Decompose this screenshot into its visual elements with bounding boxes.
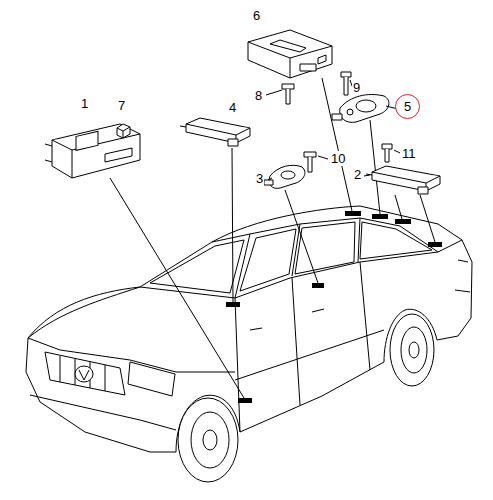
callout-number: 4: [228, 100, 237, 115]
callout-ticks: [266, 80, 400, 180]
screw-8: [282, 84, 294, 104]
callout-number: 1: [80, 96, 89, 111]
callout-number: 10: [330, 151, 346, 166]
callout-number: 6: [252, 8, 261, 23]
callout-number: 11: [401, 146, 417, 161]
callout-number: 3: [255, 171, 264, 186]
callout-number: 9: [352, 80, 361, 95]
antenna-4: [180, 118, 250, 146]
car-outline: [26, 206, 472, 452]
callout-number: 5: [404, 99, 411, 114]
screw-10: [304, 152, 316, 172]
sensor-3: [264, 165, 305, 188]
sensor-5: [332, 95, 389, 123]
wheels: [178, 314, 434, 482]
leader-lines: [110, 78, 435, 398]
control-unit-6: [248, 30, 332, 78]
callout-number: 7: [117, 98, 126, 113]
screw-11: [382, 144, 392, 162]
callout-number: 8: [254, 88, 263, 103]
antenna-2: [366, 166, 440, 194]
screw-9: [341, 72, 351, 95]
control-unit-1: [45, 124, 140, 178]
mount-marks: [226, 211, 442, 403]
callout-number: 2: [353, 167, 362, 182]
highlight-circle: 5: [395, 94, 420, 119]
nut-7: [117, 124, 130, 138]
